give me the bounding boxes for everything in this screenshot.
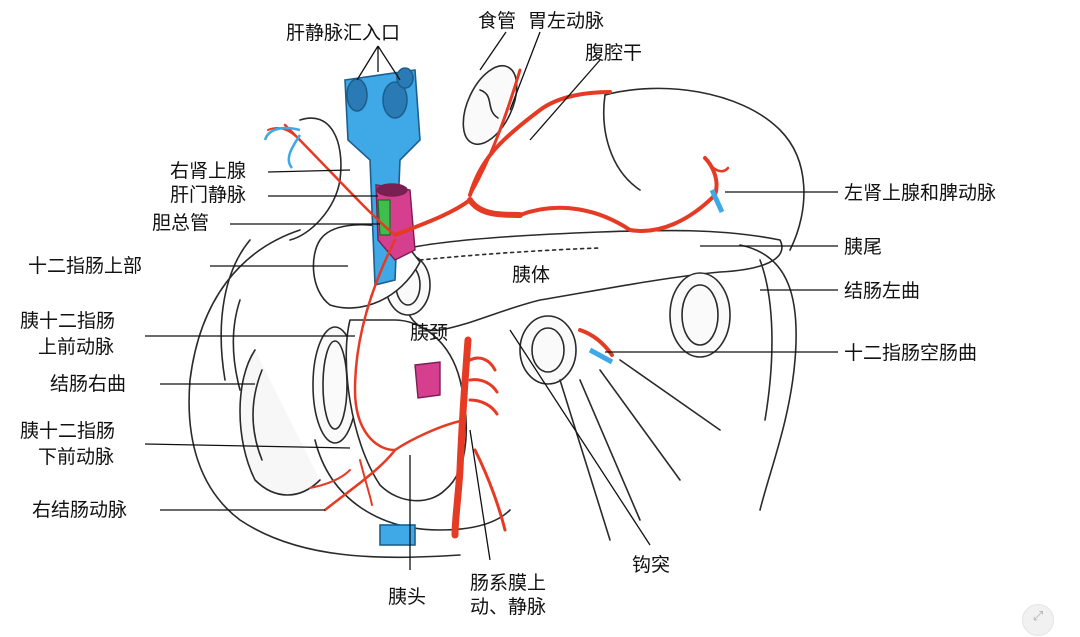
label-common-bile-duct: 胆总管 <box>152 212 210 234</box>
label-ant-sup-pd-artery-1: 胰十二指肠 <box>20 310 116 332</box>
portal-vein <box>375 183 441 399</box>
label-left-colic-flexure: 结肠左曲 <box>844 280 921 302</box>
label-right-adrenal: 右肾上腺 <box>170 160 247 182</box>
right-kidney-outline <box>220 239 251 381</box>
right-colic-flexure-shape <box>239 349 321 496</box>
label-ant-sup-pd-artery-2: 上前动脉 <box>38 336 115 358</box>
inferior-vena-cava <box>344 67 421 546</box>
label-ant-inf-pd-artery-1: 胰十二指肠 <box>20 420 116 442</box>
left-colic-flexure-lumen <box>669 272 731 358</box>
label-sm-vessels-1: 肠系膜上 <box>470 572 547 594</box>
leader-lines <box>144 31 838 570</box>
label-sm-vessels-2: 动、静脉 <box>470 596 547 618</box>
label-left-gastric-artery: 胃左动脉 <box>528 10 605 32</box>
label-left-adrenal-splenic: 左肾上腺和脾动脉 <box>844 182 997 204</box>
right-kidney-inner <box>232 299 241 391</box>
inferior-mesenteric-vein <box>588 347 614 365</box>
label-ant-inf-pd-artery-2: 下前动脉 <box>38 446 115 468</box>
label-celiac-trunk: 腹腔干 <box>585 42 643 64</box>
label-pancreas-neck: 胰颈 <box>410 322 449 344</box>
label-duodenojejunal-flexure: 十二指肠空肠曲 <box>844 342 978 364</box>
label-portal-vein: 肝门静脉 <box>170 184 247 206</box>
label-esophagus: 食管 <box>478 10 517 32</box>
expand-button[interactable]: ⤢ <box>1022 604 1054 636</box>
pancreas-body-shape <box>398 229 783 332</box>
expand-icon: ⤢ <box>1032 609 1044 624</box>
label-pancreas-head: 胰头 <box>388 586 427 608</box>
left-colon-outline <box>739 244 797 511</box>
label-hepatic-vein-entry: 肝静脉汇入口 <box>286 22 401 44</box>
label-right-colic-flexure: 结肠右曲 <box>50 373 127 395</box>
label-pancreas-body: 胰体 <box>512 264 551 286</box>
stomach-outline <box>604 87 805 251</box>
label-right-colic-artery: 右结肠动脉 <box>32 499 128 521</box>
left-renal-vessel <box>709 188 725 214</box>
label-pancreas-tail: 胰尾 <box>844 236 883 258</box>
abdominal-outline <box>188 229 461 559</box>
common-bile-duct <box>377 199 391 236</box>
label-duodenum-superior: 十二指肠上部 <box>28 255 143 277</box>
label-uncinate: 钩突 <box>632 554 671 576</box>
hepatic-vein-branches <box>263 126 302 169</box>
duodenum-lower-curve <box>314 439 511 531</box>
duodenojejunal-lumen <box>519 315 577 385</box>
